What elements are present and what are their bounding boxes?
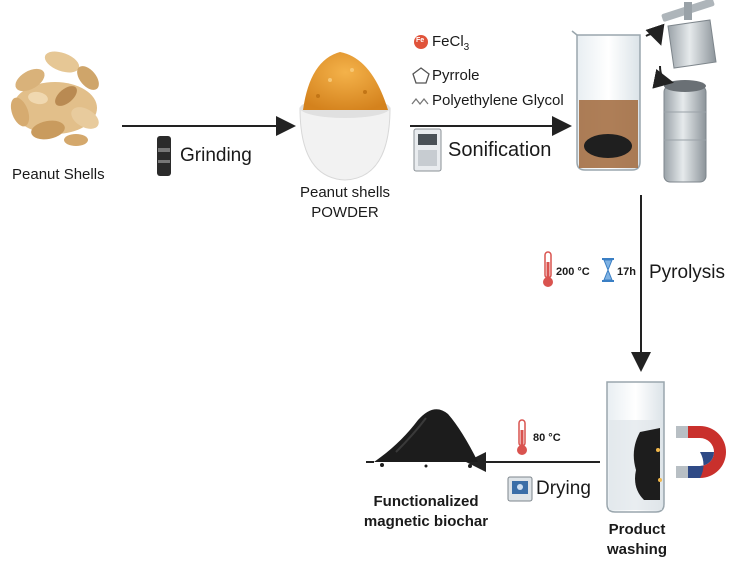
label-peanut-shells: Peanut Shells — [12, 166, 105, 183]
grinder-icon — [157, 136, 171, 176]
reaction-beaker-image — [571, 30, 641, 171]
washing-beaker-image — [606, 381, 665, 513]
label-product-line2: magnetic biochar — [363, 513, 489, 530]
autoclave-image — [661, 0, 717, 183]
label-washing-line1: Product — [608, 521, 666, 538]
thermometer-icon — [543, 251, 553, 287]
fe-badge-text: Fe — [416, 37, 425, 44]
label-pyrolysis-time: 17h — [617, 266, 636, 278]
fecl-text: FeCl — [432, 33, 464, 50]
label-reagent-fecl3: FeCl3 — [432, 33, 469, 53]
label-washing-line2: washing — [606, 541, 667, 558]
curved-arrow-vessel — [652, 65, 674, 89]
drying-thermometer-icon — [517, 419, 527, 455]
fe-badge-icon — [414, 35, 428, 49]
label-drying: Drying — [536, 478, 591, 499]
pyrrole-icon — [412, 67, 430, 84]
curved-arrow-lid — [645, 23, 665, 46]
biochar-pile-image — [374, 409, 478, 468]
label-drying-temp: 80 °C — [533, 432, 561, 444]
fecl-subscript: 3 — [463, 42, 470, 53]
label-sonification: Sonification — [448, 139, 552, 161]
magnet-icon — [676, 426, 726, 478]
label-pyrolysis-temp: 200 °C — [556, 266, 590, 278]
label-grinding: Grinding — [180, 145, 252, 166]
powder-bowl-image — [299, 52, 391, 181]
label-reagent-pyrrole: Pyrrole — [432, 67, 480, 84]
label-pyrolysis: Pyrolysis — [649, 262, 726, 283]
label-powder-line2: POWDER — [311, 204, 379, 221]
peg-chain-icon — [411, 97, 429, 106]
label-reagent-peg: Polyethylene Glycol — [432, 92, 564, 109]
label-product-line1: Functionalized — [373, 493, 479, 510]
oven-icon — [507, 476, 533, 502]
peanut-shells-image — [10, 51, 99, 146]
label-powder-line1: Peanut shells — [299, 184, 391, 201]
sonicator-icon — [413, 128, 442, 172]
hourglass-icon — [602, 258, 614, 282]
